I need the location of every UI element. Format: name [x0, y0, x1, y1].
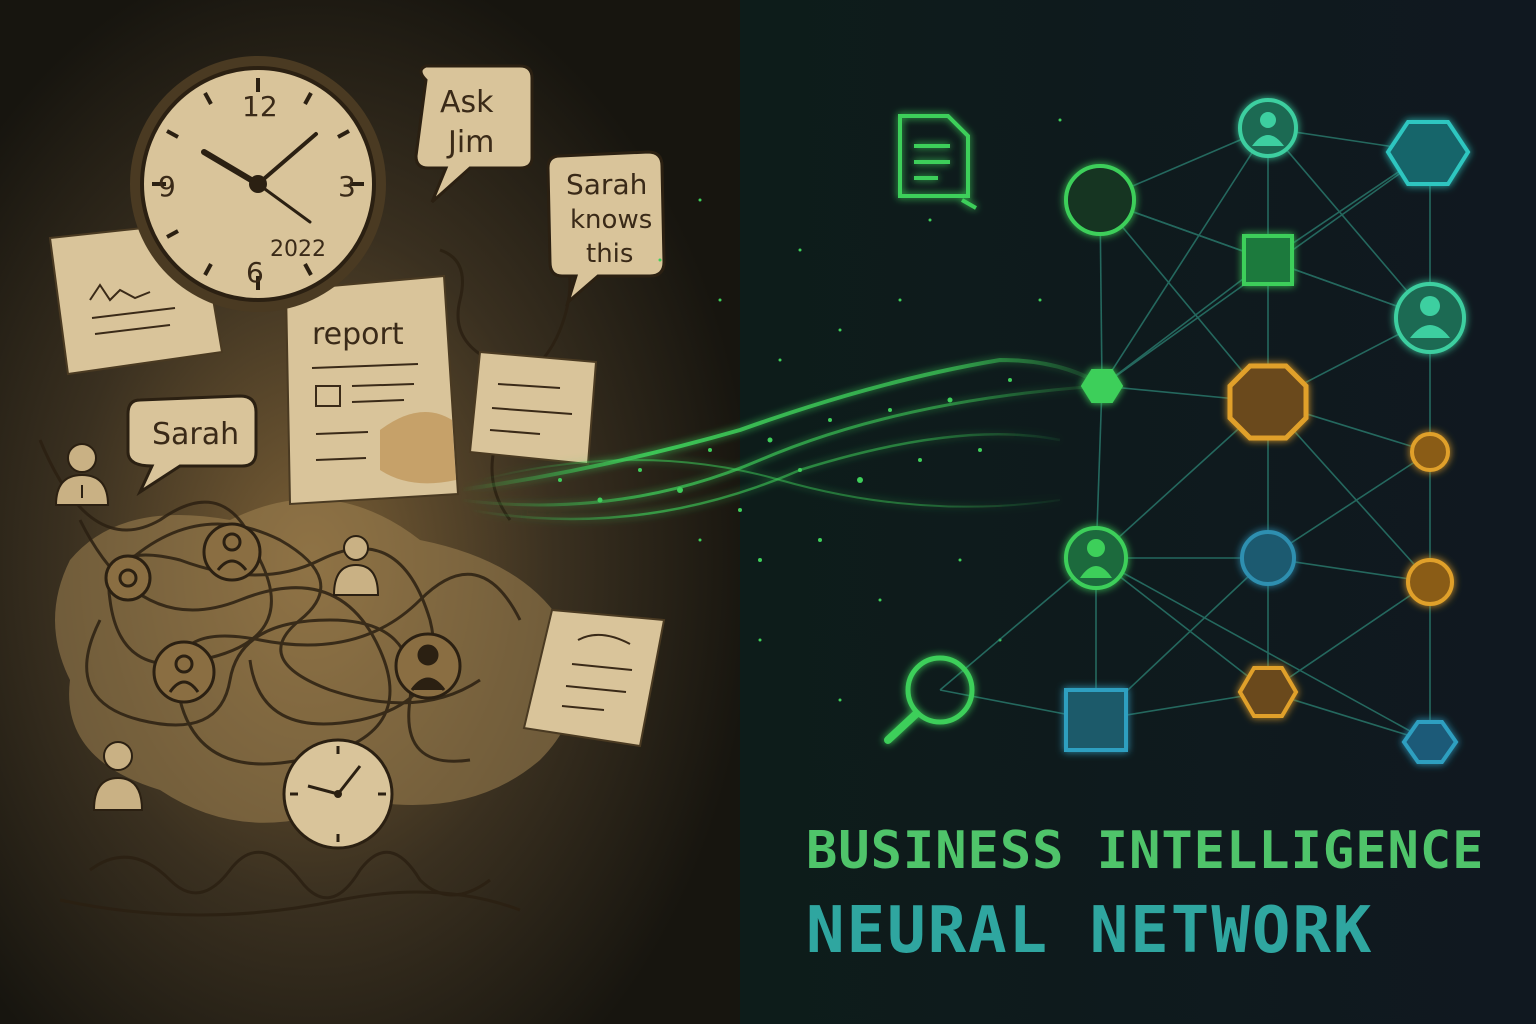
hexagon-icon — [1385, 120, 1471, 186]
person-icon — [92, 741, 144, 811]
clock-numeral-12: 12 — [242, 90, 278, 123]
speech-bubble-ask-jim: Ask Jim — [414, 64, 534, 204]
square-icon — [1064, 688, 1128, 752]
sarah-label: Sarah — [152, 417, 239, 452]
speech-bubble-sarah-knows: Sarah knows this — [546, 150, 666, 307]
document-icon — [898, 114, 977, 210]
square-icon — [1242, 234, 1294, 286]
person-icon — [332, 535, 380, 596]
speech-bubble-sarah: Sarah — [126, 394, 258, 497]
clock-icon — [282, 738, 394, 850]
person-icon — [394, 632, 462, 700]
person-icon — [104, 554, 152, 602]
report-label: report — [312, 317, 404, 352]
clock-year: 2022 — [270, 237, 326, 262]
person-icon — [152, 640, 216, 704]
clock-numeral-6: 6 — [246, 256, 264, 289]
sticky-note — [468, 350, 598, 466]
circle-node — [1240, 530, 1296, 586]
circle-node — [1410, 432, 1450, 472]
sarah-knows-line2: knows — [570, 205, 652, 235]
hexagon-icon — [1080, 369, 1124, 403]
octagon-node — [1227, 363, 1309, 441]
title-line-2: NEURAL NETWORK — [806, 894, 1373, 968]
person-icon — [202, 522, 262, 582]
ask-jim-line1: Ask — [440, 85, 494, 120]
ask-jim-line2: Jim — [446, 125, 494, 160]
sarah-knows-line3: this — [586, 239, 633, 269]
circle-node — [1064, 164, 1136, 236]
clock-numeral-3: 3 — [338, 170, 356, 203]
clock-numeral-9: 9 — [158, 170, 176, 203]
hexagon-icon — [1401, 720, 1459, 764]
person-node — [1394, 282, 1466, 354]
report-document: report — [284, 274, 460, 506]
person-node — [1238, 98, 1298, 158]
clock-icon: 12 3 6 9 2022 — [130, 56, 386, 312]
sticky-note — [522, 608, 666, 748]
person-icon — [54, 443, 110, 506]
title-line-1: BUSINESS INTELLIGENCE — [806, 821, 1484, 881]
circle-node — [1406, 558, 1454, 606]
hexagon-icon — [1237, 666, 1299, 718]
search-icon — [884, 655, 975, 744]
particle-field — [558, 118, 1062, 702]
person-node — [1064, 526, 1128, 590]
sarah-knows-line1: Sarah — [566, 168, 647, 201]
